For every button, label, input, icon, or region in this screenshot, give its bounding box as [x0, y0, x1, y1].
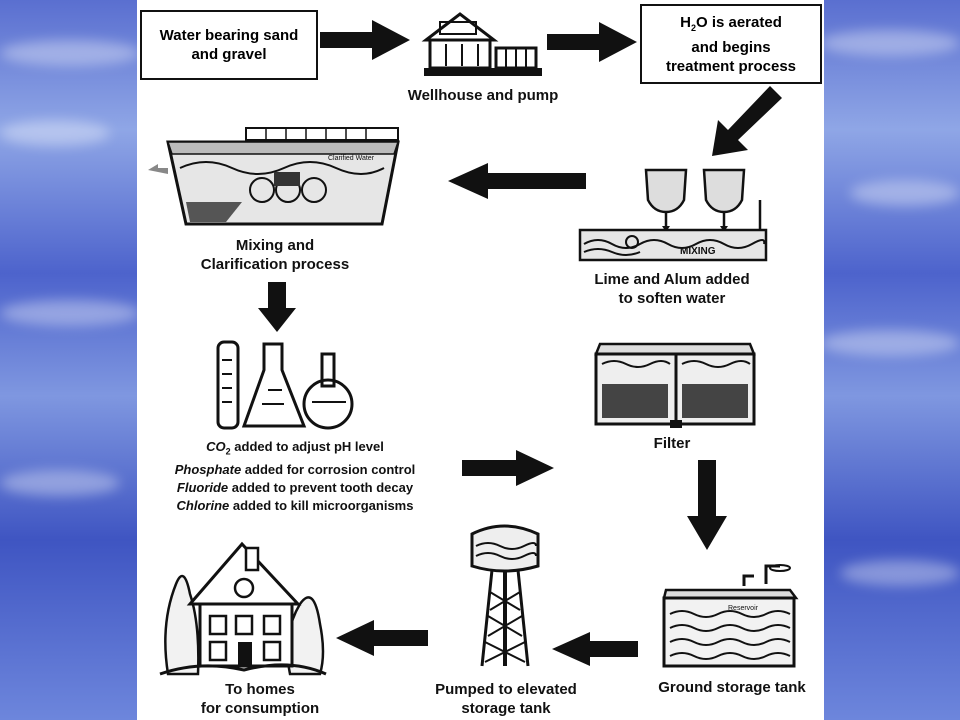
arrow-left-1 [448, 163, 586, 199]
aeration-box: H2O is aerated and begins treatment proc… [640, 4, 822, 84]
clarifier-tag: Clarified Water [328, 155, 375, 162]
arrow-right-1 [320, 20, 410, 60]
mixing-tag: MIXING [680, 246, 716, 257]
aeration-label: H2O is aerated and begins treatment proc… [665, 13, 797, 75]
arrow-down-2 [687, 460, 727, 550]
background-streak [0, 40, 140, 66]
filter-icon [594, 342, 756, 428]
arrow-right-3 [462, 450, 554, 486]
arrow-down-1 [258, 282, 296, 332]
filter-label: Filter [653, 435, 691, 452]
chemical-item-phosphate: Phosphate added for corrosion control [174, 461, 416, 477]
background-streak [0, 300, 140, 326]
elevated-tank-label: Pumped to elevated storage tank [435, 681, 577, 717]
background-streak [850, 180, 960, 206]
background-streak [820, 30, 960, 56]
ground-tank-label: Ground storage tank [658, 679, 806, 696]
homes-label: To homes for consumption [200, 681, 320, 717]
homes-icon [159, 541, 327, 676]
background-streak [840, 560, 960, 586]
chemical-item-co2: CO2 added to adjust pH level [206, 439, 384, 457]
background-streak [820, 330, 960, 356]
mixing-clarification-label: Mixing and Clarification process [200, 237, 350, 273]
arrow-right-2 [547, 22, 637, 62]
background-streak [0, 470, 120, 496]
chemical-item-fluoride: Fluoride added to prevent tooth decay [176, 479, 414, 495]
ground-tank-icon: Reservoir [662, 564, 799, 668]
background-streak [0, 120, 110, 146]
chemical-item-chlorine: Chlorine added to kill microorganisms [176, 497, 414, 513]
lime-alum-icon: MIXING [578, 168, 768, 262]
sand-gravel-label: Water bearing sand and gravel [159, 27, 299, 63]
lab-flasks-icon [216, 340, 354, 430]
wellhouse-label: Wellhouse and pump [407, 87, 559, 104]
water-tower-icon [470, 524, 540, 667]
arrow-left-2 [336, 620, 428, 656]
sand-gravel-box: Water bearing sand and gravel [140, 10, 318, 80]
wellhouse-icon [421, 12, 542, 76]
ground-tank-tag: Reservoir [728, 605, 759, 612]
clarifier-icon: Clarified Water [148, 127, 400, 226]
arrow-down-left [712, 86, 782, 156]
lime-alum-label: Lime and Alum added to soften water [594, 271, 750, 307]
chemical-list: CO2 added to adjust pH level Phosphate a… [150, 438, 440, 515]
arrow-left-3 [552, 632, 638, 666]
